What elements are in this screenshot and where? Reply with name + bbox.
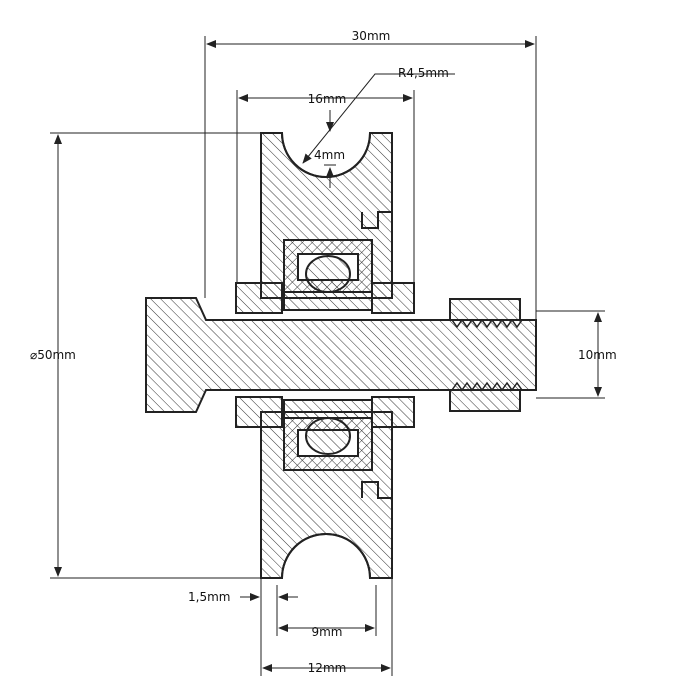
bearing-upper-inner-race: [283, 291, 373, 311]
label-offset: 1,5mm: [188, 590, 230, 604]
spacer-left-upper: [235, 282, 283, 314]
label-wheel-width: 12mm: [308, 661, 347, 675]
label-overall-width: 30mm: [352, 29, 391, 43]
groove-upper: [281, 132, 371, 178]
wheel-step-upper: [361, 211, 392, 229]
spacer-right-lower: [371, 396, 415, 428]
bearing-upper-ball: [305, 255, 351, 293]
bolt-shaft: [145, 297, 537, 413]
spacer-right-upper: [371, 282, 415, 314]
label-groove-radius: R4,5mm: [398, 66, 449, 80]
shaft-thread-lower: [451, 381, 523, 392]
spacer-left-lower: [235, 396, 283, 428]
label-groove-width: 9mm: [311, 625, 342, 639]
shaft-thread-upper: [451, 318, 523, 329]
bearing-lower-ball: [305, 417, 351, 455]
label-bore: 10mm: [578, 348, 617, 362]
label-outer-diameter: ⌀50mm: [30, 348, 76, 362]
wheel-step-lower: [361, 481, 392, 499]
radius-leader: [302, 73, 455, 164]
label-groove-depth: 4mm: [314, 148, 345, 162]
nut-upper: [449, 298, 521, 321]
nut-lower: [449, 389, 521, 412]
groove-lower: [281, 533, 371, 579]
label-bearing-width: 16mm: [308, 92, 347, 106]
bearing-lower-inner-race: [283, 399, 373, 419]
